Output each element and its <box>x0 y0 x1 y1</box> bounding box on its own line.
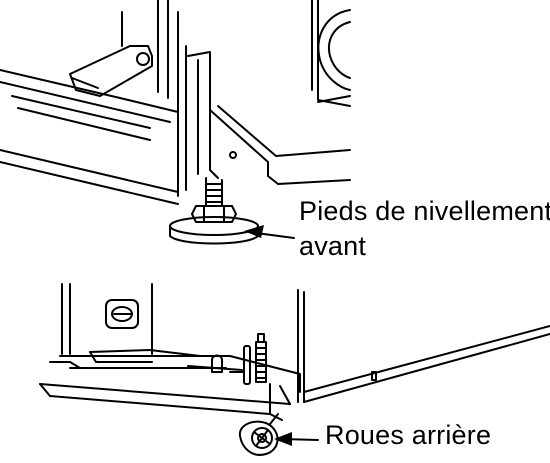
front-leveling-label-line2: avant <box>299 231 367 261</box>
front-leveling-arrow <box>255 232 295 239</box>
rear-wheels-arrowhead <box>274 432 292 446</box>
rear-wheels-label: Roues arrière <box>325 420 492 450</box>
front-leveling-label-line1: Pieds de nivellement <box>299 196 550 226</box>
leader-arrows <box>255 232 319 441</box>
front-leveling-arrowhead <box>244 225 264 238</box>
front-illustration <box>0 0 351 245</box>
rear-illustration <box>39 283 550 456</box>
